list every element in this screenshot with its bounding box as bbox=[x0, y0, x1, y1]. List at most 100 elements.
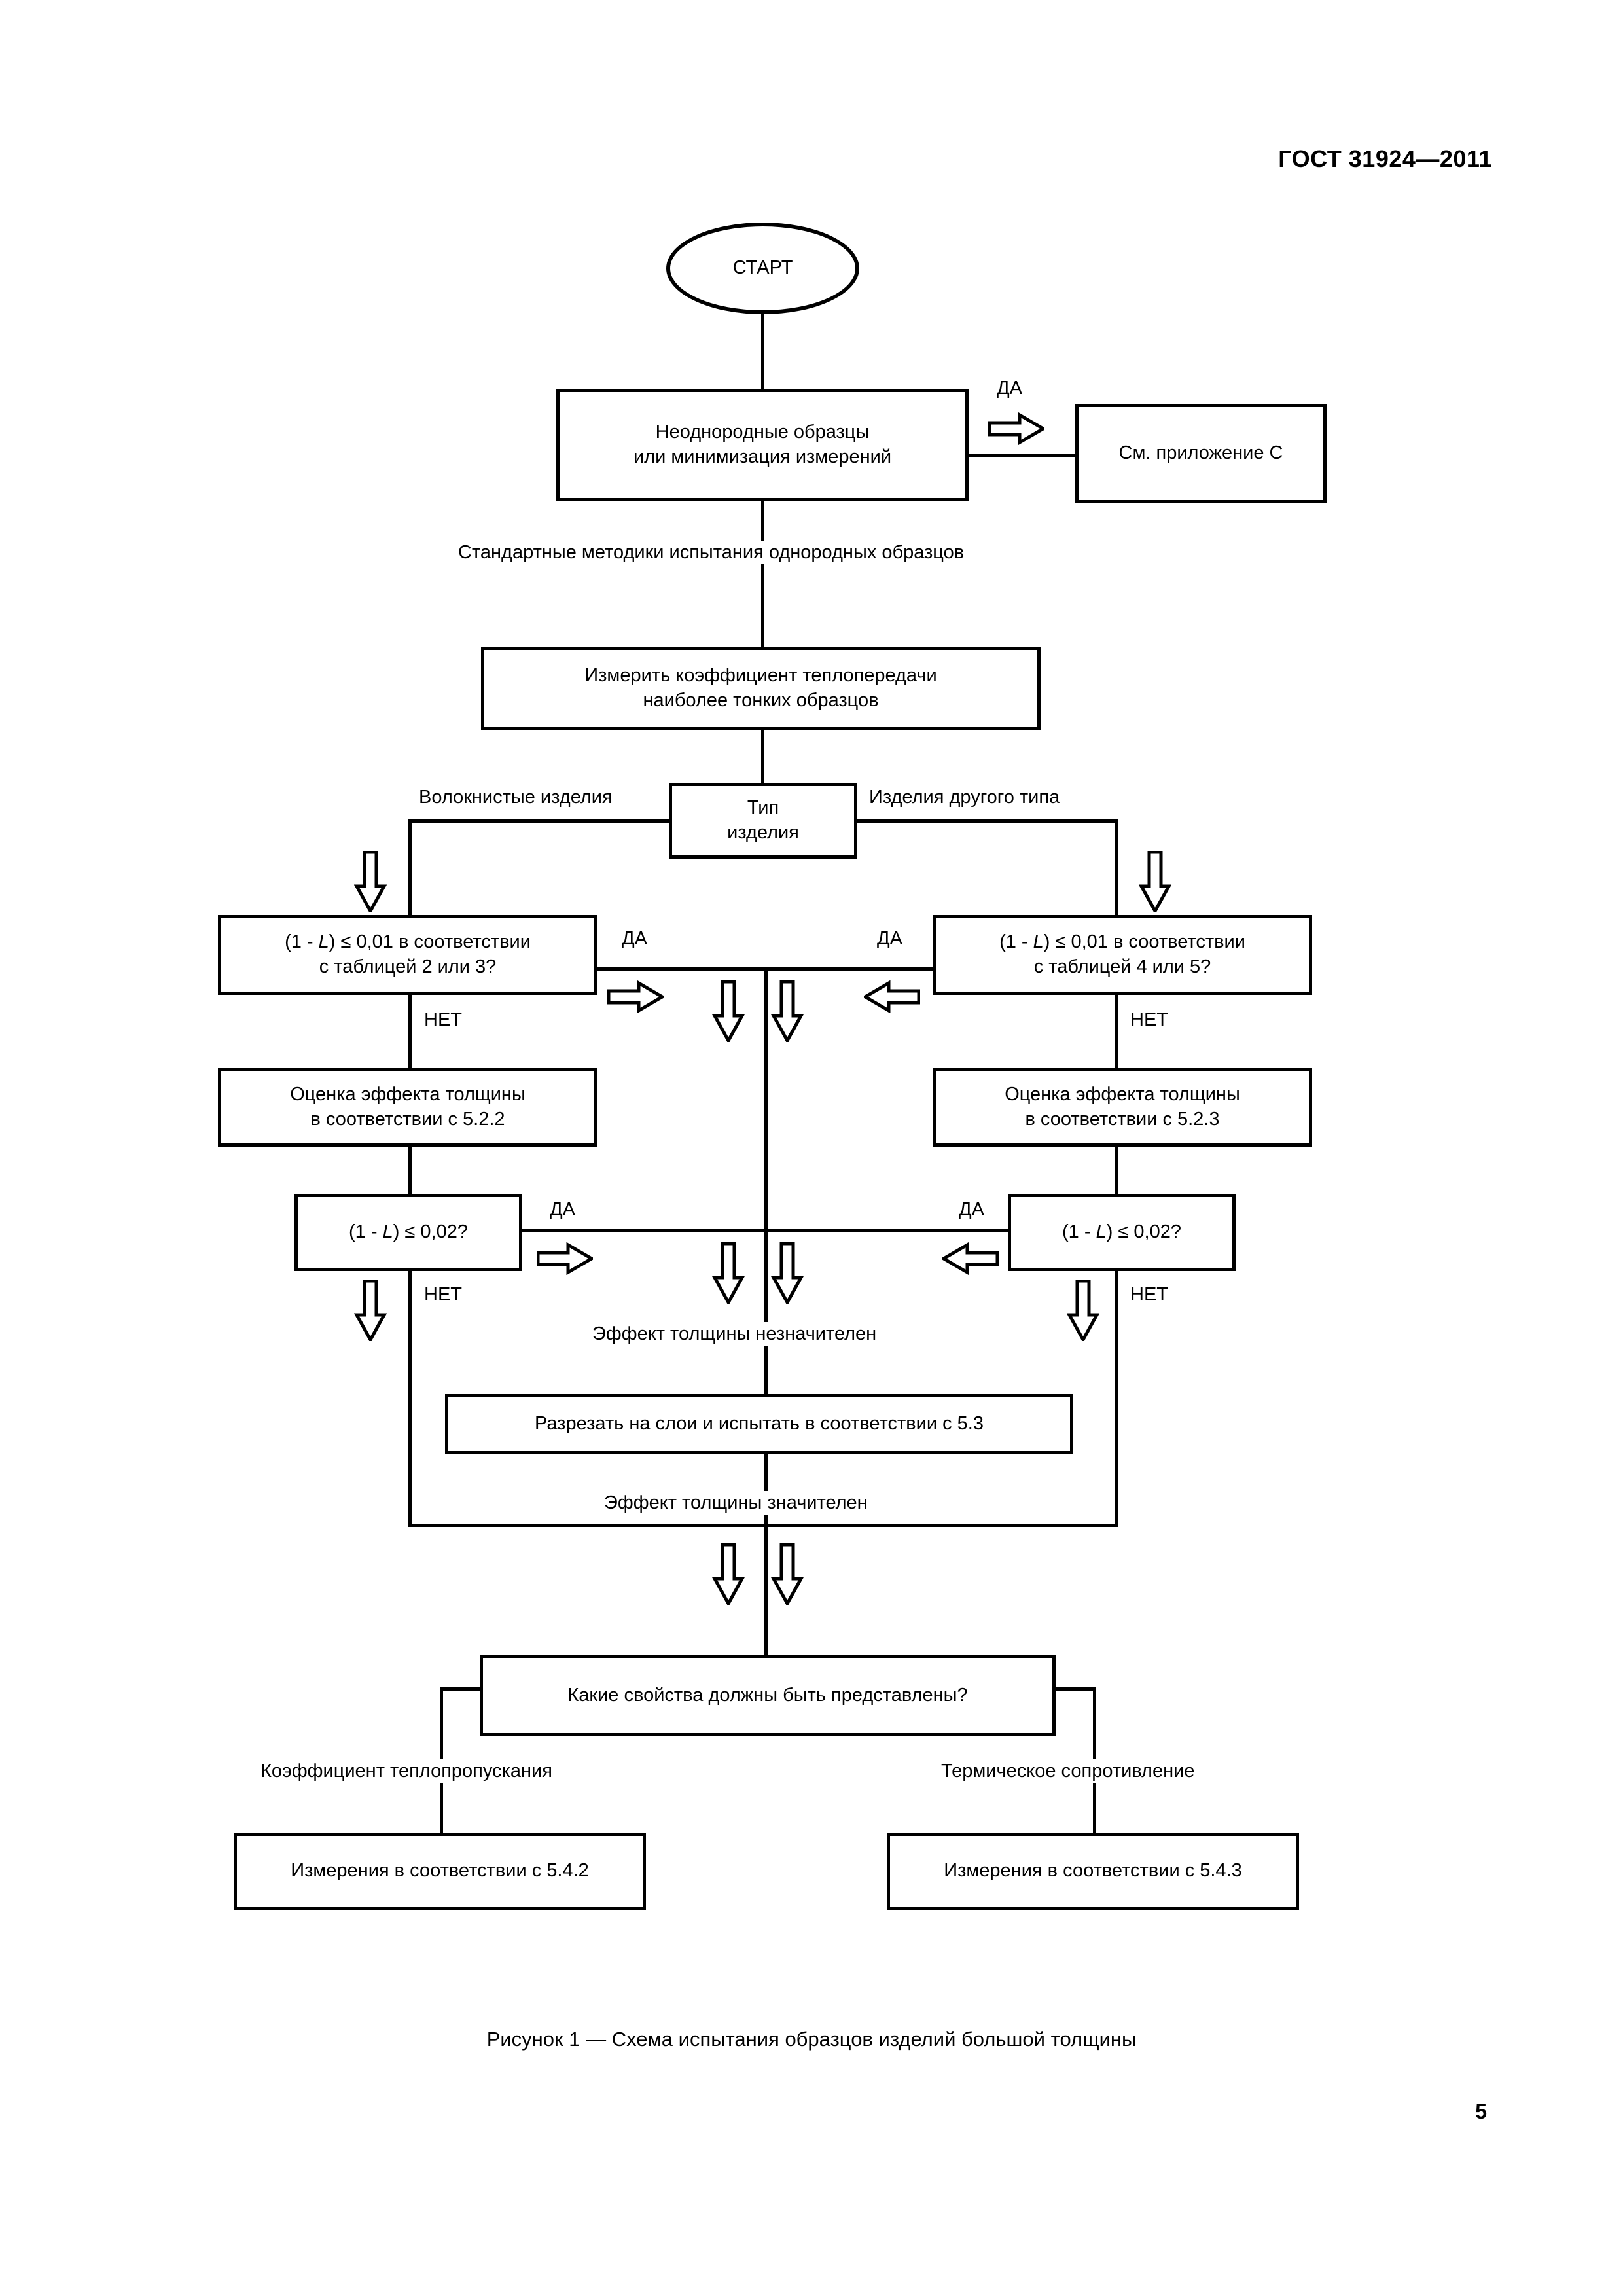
node-cut-layers-label: Разрезать на слои и испытать в соответст… bbox=[535, 1413, 984, 1435]
arrow-left-yes-001 bbox=[862, 980, 921, 1014]
node-right-thickness-evaluation[interactable]: Оценка эффекта толщины в соответствии с … bbox=[933, 1068, 1312, 1147]
edge-yes-right-001 bbox=[764, 967, 934, 971]
page-number: 5 bbox=[1475, 2100, 1487, 2123]
edge-label-no-right-001: НЕТ bbox=[1124, 1008, 1175, 1032]
node-right-cond-001-line1: (1 - L) ≤ 0,01 в соответствии bbox=[999, 930, 1245, 955]
edge-label-yes-right-001: ДА bbox=[870, 927, 909, 951]
node-left-cond-002-text: (1 - L) ≤ 0,02? bbox=[349, 1220, 468, 1245]
edge-props-stub-left bbox=[440, 1687, 483, 1691]
cond002-symbol-L: L bbox=[382, 1221, 393, 1243]
edge-label-transmittance: Коэффициент теплопропускания bbox=[254, 1759, 559, 1784]
node-right-eval-line1: Оценка эффекта толщины bbox=[1005, 1084, 1240, 1105]
edge-no-left-002 bbox=[408, 1270, 412, 1526]
node-left-cond-001-line1: (1 - L) ≤ 0,01 в соответствии bbox=[285, 930, 531, 955]
arrow-center-pair-3-left bbox=[711, 1543, 745, 1607]
edge-no-left-001 bbox=[408, 994, 412, 1080]
edge-start-to-heterogeneous bbox=[761, 313, 764, 390]
node-measurement-543[interactable]: Измерения в соответствии с 5.4.3 bbox=[887, 1833, 1299, 1910]
edge-center-to-which-props bbox=[764, 1524, 768, 1655]
arrow-center-pair-1-right bbox=[770, 980, 804, 1045]
edge-center-column bbox=[764, 967, 768, 1524]
edge-no-right-002 bbox=[1115, 1270, 1118, 1526]
edge-label-fibrous: Волокнистые изделия bbox=[412, 785, 619, 810]
node-see-annex-c[interactable]: См. приложение С bbox=[1075, 404, 1327, 503]
node-annex-c-label: См. приложение С bbox=[1118, 442, 1283, 464]
node-measurement-542[interactable]: Измерения в соответствии с 5.4.2 bbox=[234, 1833, 646, 1910]
edge-type-branch-left bbox=[408, 819, 670, 823]
node-product-type[interactable]: Тип изделия bbox=[669, 783, 857, 859]
edge-yes-left-002 bbox=[521, 1229, 766, 1232]
node-which-properties-label: Какие свойства должны быть представлены? bbox=[567, 1684, 968, 1706]
node-measure-line1: Измерить коэффициент теплопередачи bbox=[584, 665, 937, 687]
cond-symbol-L: L bbox=[318, 931, 329, 953]
arrow-right-yes-001 bbox=[607, 980, 666, 1014]
node-measurement-543-label: Измерения в соответствии с 5.4.3 bbox=[944, 1860, 1242, 1882]
edge-heterogeneous-to-annex bbox=[967, 454, 1076, 457]
edge-no-right-001 bbox=[1115, 994, 1118, 1080]
node-right-cond-001-line2: с таблицей 4 или 5? bbox=[1033, 956, 1211, 977]
node-which-properties[interactable]: Какие свойства должны быть представлены? bbox=[480, 1655, 1056, 1736]
edge-label-yes-left-002: ДА bbox=[543, 1198, 582, 1222]
arrow-center-pair-2-right bbox=[770, 1242, 804, 1306]
edge-yes-left-001 bbox=[596, 967, 766, 971]
cond002-symbol-L: L bbox=[1096, 1221, 1107, 1243]
standard-header: ГОСТ 31924—2011 bbox=[1278, 145, 1492, 172]
node-heterogeneous-line2: или минимизация измерений bbox=[633, 446, 892, 467]
edge-branch-left-down bbox=[408, 819, 412, 916]
arrow-down-no-right-002 bbox=[1066, 1279, 1100, 1344]
node-measure-thin-samples[interactable]: Измерить коэффициент теплопередачи наибо… bbox=[481, 647, 1041, 730]
cond-prefix: (1 - bbox=[285, 931, 319, 953]
edge-label-yes-top: ДА bbox=[990, 376, 1029, 401]
edge-label-standard-methods: Стандартные методики испытания однородны… bbox=[452, 541, 971, 565]
arrow-down-left-branch bbox=[353, 850, 387, 915]
node-cut-into-layers[interactable]: Разрезать на слои и испытать в соответст… bbox=[445, 1394, 1073, 1454]
arrow-down-no-left-002 bbox=[353, 1279, 387, 1344]
node-start[interactable]: СТАРТ bbox=[666, 223, 859, 314]
arrow-right-yes-002 bbox=[536, 1242, 595, 1276]
cond-suffix: ) ≤ 0,01 в соответствии bbox=[329, 931, 531, 953]
edge-props-stub-right bbox=[1052, 1687, 1096, 1691]
node-measurement-542-label: Измерения в соответствии с 5.4.2 bbox=[291, 1860, 589, 1882]
node-heterogeneous-samples[interactable]: Неоднородные образцы или минимизация изм… bbox=[556, 389, 969, 501]
edge-type-branch-right bbox=[856, 819, 1118, 823]
node-left-eval-line1: Оценка эффекта толщины bbox=[290, 1084, 526, 1105]
edge-label-no-left-002: НЕТ bbox=[418, 1283, 469, 1307]
arrow-down-right-branch bbox=[1138, 850, 1172, 915]
arrow-center-pair-3-right bbox=[770, 1543, 804, 1607]
cond002-prefix: (1 - bbox=[1062, 1221, 1096, 1243]
edge-measure-to-type bbox=[761, 729, 764, 796]
edge-label-no-right-002: НЕТ bbox=[1124, 1283, 1175, 1307]
edge-left-eval-to-cond002 bbox=[408, 1145, 412, 1221]
cond002-suffix: ) ≤ 0,02? bbox=[393, 1221, 468, 1243]
node-left-condition-002[interactable]: (1 - L) ≤ 0,02? bbox=[294, 1194, 522, 1271]
edge-label-other-type: Изделия другого типа bbox=[863, 785, 1067, 810]
arrow-center-pair-2-left bbox=[711, 1242, 745, 1306]
node-right-eval-line2: в соответствии с 5.2.3 bbox=[1025, 1109, 1220, 1130]
edge-label-yes-left-001: ДА bbox=[615, 927, 654, 951]
edge-right-eval-to-cond002 bbox=[1115, 1145, 1118, 1221]
node-right-condition-001[interactable]: (1 - L) ≤ 0,01 в соответствии с таблицей… bbox=[933, 915, 1312, 995]
edge-label-effect-minor: Эффект толщины незначителен bbox=[586, 1322, 883, 1346]
node-start-label: СТАРТ bbox=[732, 257, 793, 279]
edge-no-legs-join bbox=[408, 1524, 1118, 1527]
cond002-suffix: ) ≤ 0,02? bbox=[1106, 1221, 1181, 1243]
node-heterogeneous-line1: Неоднородные образцы bbox=[655, 422, 870, 443]
cond-suffix: ) ≤ 0,01 в соответствии bbox=[1043, 931, 1245, 953]
node-right-cond-002-text: (1 - L) ≤ 0,02? bbox=[1062, 1220, 1181, 1245]
arrow-left-yes-002 bbox=[940, 1242, 999, 1276]
edge-heterogeneous-to-measure bbox=[761, 500, 764, 648]
figure-caption: Рисунок 1 — Схема испытания образцов изд… bbox=[486, 2028, 1137, 2051]
edge-yes-right-002 bbox=[764, 1229, 1009, 1232]
edge-label-effect-major: Эффект толщины значителен bbox=[597, 1491, 874, 1515]
node-measure-line2: наиболее тонких образцов bbox=[643, 690, 879, 711]
node-product-type-line1: Тип bbox=[747, 797, 779, 819]
node-left-cond-001-line2: с таблицей 2 или 3? bbox=[319, 956, 497, 977]
arrow-center-pair-1-left bbox=[711, 980, 745, 1045]
node-left-thickness-evaluation[interactable]: Оценка эффекта толщины в соответствии с … bbox=[218, 1068, 597, 1147]
node-right-condition-002[interactable]: (1 - L) ≤ 0,02? bbox=[1008, 1194, 1236, 1271]
node-left-eval-line2: в соответствии с 5.2.2 bbox=[310, 1109, 505, 1130]
edge-label-resistance: Термическое сопротивление bbox=[935, 1759, 1202, 1784]
edge-branch-right-down bbox=[1115, 819, 1118, 916]
node-left-condition-001[interactable]: (1 - L) ≤ 0,01 в соответствии с таблицей… bbox=[218, 915, 597, 995]
